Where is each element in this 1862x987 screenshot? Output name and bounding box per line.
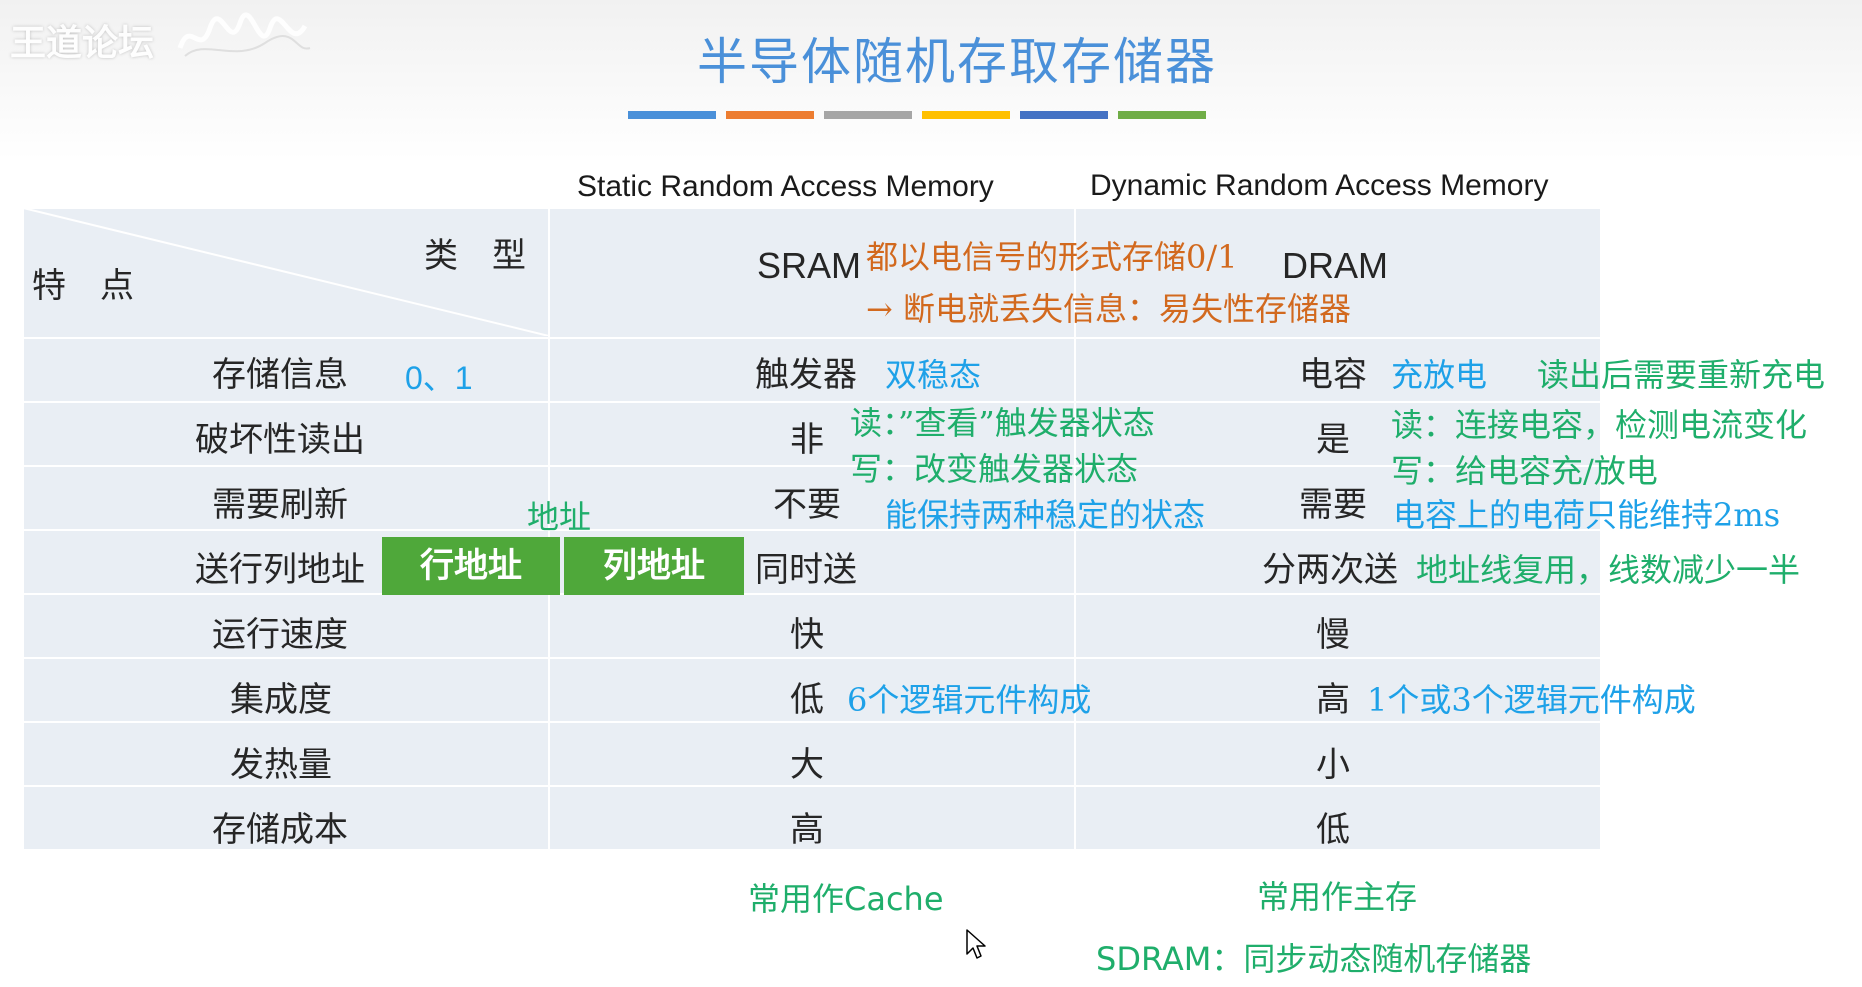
sram-read-note: 读：”查看”触发器状态 xyxy=(850,404,1155,442)
dram-header-cell xyxy=(1074,207,1602,339)
dram-gates-note: 1个或3个逻辑元件构成 xyxy=(1367,681,1696,719)
color-bar-segment xyxy=(726,111,814,119)
sdram-note: SDRAM：同步动态随机存储器 xyxy=(1096,940,1532,978)
sram-gates-note: 6个逻辑元件构成 xyxy=(847,681,1092,719)
dram-value: 分两次送 xyxy=(1262,550,1398,590)
sram-value: 高 xyxy=(790,810,824,850)
dram-full-name: Dynamic Random Access Memory xyxy=(1090,169,1549,202)
watermark-text: 王道论坛 xyxy=(10,23,155,64)
color-bar-segment xyxy=(1118,111,1206,119)
table-row xyxy=(22,593,1602,659)
diagonal-header-line xyxy=(23,208,549,336)
sram-stable-note: 能保持两种稳定的状态 xyxy=(885,496,1206,534)
sram-full-name: Static Random Access Memory xyxy=(577,170,994,203)
color-bar-segment xyxy=(922,111,1010,119)
volatile-note-line2: → 断电就丢失信息：易失性存储器 xyxy=(866,290,1351,328)
sram-value: 非 xyxy=(790,420,824,460)
dram-value: 高 xyxy=(1316,680,1350,720)
dram-recharge-note: 读出后需要重新充电 xyxy=(1537,356,1826,394)
row-label: 破坏性读出 xyxy=(195,420,365,460)
row-label: 需要刷新 xyxy=(212,485,348,525)
color-bar-segment xyxy=(628,111,716,119)
sram-value: 快 xyxy=(790,615,824,655)
sram-value: 低 xyxy=(790,680,824,720)
sram-value: 大 xyxy=(790,745,824,785)
dram-value: 电容 xyxy=(1299,355,1367,395)
sram-usage-note: 常用作Cache xyxy=(748,880,944,918)
sram-bistable-note: 双稳态 xyxy=(885,356,982,394)
row-address-box: 行地址 xyxy=(382,537,560,595)
mouse-cursor-icon xyxy=(966,929,986,959)
row-label: 送行列地址 xyxy=(195,550,365,590)
volatile-note-line1: 都以电信号的形式存储0/1 xyxy=(866,238,1238,276)
row-label: 存储成本 xyxy=(212,810,348,850)
color-bar-segment xyxy=(1020,111,1108,119)
watermark-logo xyxy=(177,12,311,57)
table-row xyxy=(22,465,1602,531)
dram-addr-mux-note: 地址线复用，线数减少一半 xyxy=(1416,551,1801,589)
table-row xyxy=(22,337,1602,403)
dram-charge-note: 充放电 xyxy=(1391,356,1488,394)
row-label: 运行速度 xyxy=(212,615,348,655)
table-row xyxy=(22,785,1602,851)
sram-value: 不要 xyxy=(773,485,841,525)
dram-usage-note: 常用作主存 xyxy=(1257,878,1418,916)
diagonal-header-type: 类 型 xyxy=(424,236,526,276)
dram-2ms-note: 电容上的电荷只能维持2ms xyxy=(1393,496,1781,534)
sram-header-cell xyxy=(548,207,1076,339)
address-label: 地址 xyxy=(527,498,592,536)
dram-value: 是 xyxy=(1316,420,1350,460)
sram-header: SRAM xyxy=(757,245,862,286)
sram-value: 触发器 xyxy=(755,355,857,395)
sram-write-note: 写：改变触发器状态 xyxy=(850,450,1139,488)
color-bar-segment xyxy=(824,111,912,119)
dram-read-note: 读：连接电容，检测电流变化 xyxy=(1391,406,1808,444)
row-label: 集成度 xyxy=(230,680,332,720)
dram-value: 需要 xyxy=(1299,485,1367,525)
dram-write-note: 写：给电容充/放电 xyxy=(1391,452,1658,490)
dram-value: 小 xyxy=(1316,745,1350,785)
info-values: 0、1 xyxy=(405,360,473,396)
sram-value: 同时送 xyxy=(755,550,857,590)
column-address-box: 列地址 xyxy=(564,537,744,595)
title-color-bar xyxy=(628,111,1206,119)
diagonal-header-feature: 特 点 xyxy=(32,266,134,306)
dram-header: DRAM xyxy=(1282,245,1388,286)
row-label: 发热量 xyxy=(230,745,332,785)
table-row xyxy=(22,657,1602,723)
row-label: 存储信息 xyxy=(212,355,348,395)
table-row xyxy=(22,401,1602,467)
dram-value: 慢 xyxy=(1316,615,1350,655)
table-row xyxy=(22,721,1602,787)
page-title: 半导体随机存取存储器 xyxy=(697,33,1217,91)
dram-value: 低 xyxy=(1316,810,1350,850)
